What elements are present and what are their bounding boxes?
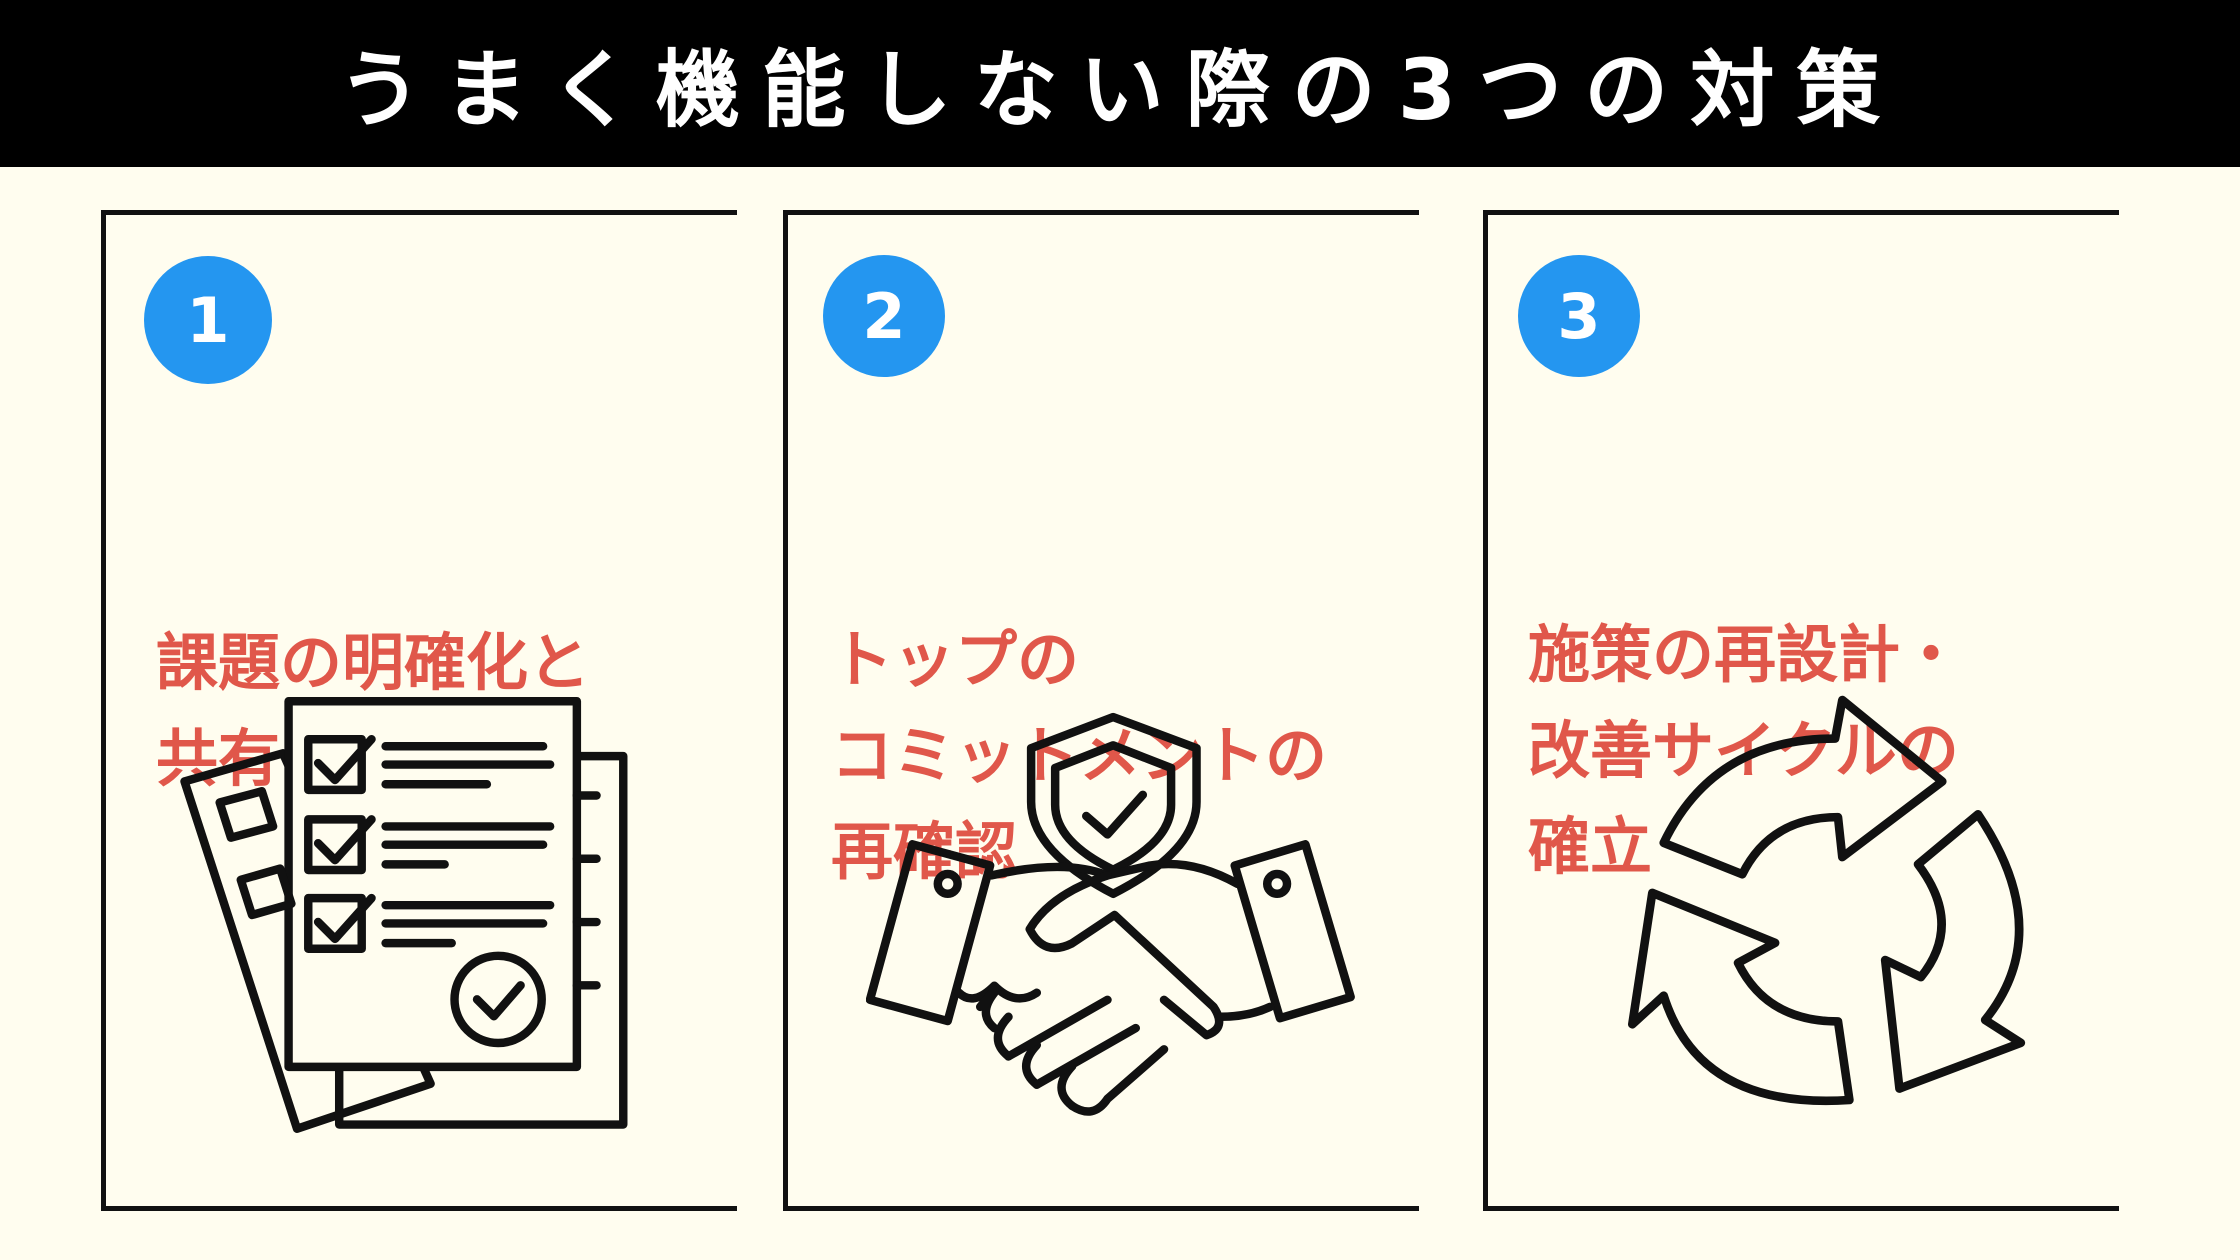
panel-2: 2 トップの コミットメントの 再確認 <box>783 210 1419 1211</box>
page-title: うまく機能しない際の3つの対策 <box>337 41 1903 139</box>
title-line: 課題の明確化と <box>156 626 591 699</box>
title-line: 確立 <box>1528 810 1653 883</box>
panel-title: 施策の再設計・ 改善サイクルの 確立 <box>1528 607 1962 895</box>
cycle-arrows-icon <box>1628 695 2026 1106</box>
title-line: トップの <box>831 623 1080 696</box>
title-line: 施策の再設計・ <box>1528 618 1963 691</box>
panel-1: 1 課題の明確化と 共有 <box>101 210 737 1211</box>
header-banner: うまく機能しない際の3つの対策 <box>0 0 2240 167</box>
step-number-badge: 3 <box>1518 255 1640 377</box>
panel-3: 3 施策の再設計・ 改善サイクルの 確立 <box>1483 210 2119 1211</box>
step-number-badge: 1 <box>144 256 272 384</box>
checklist-documents-icon <box>180 697 628 1133</box>
step-number-badge: 2 <box>823 255 945 377</box>
handshake-shield-icon <box>866 712 1355 1116</box>
title-line: 改善サイクルの <box>1528 714 1959 787</box>
